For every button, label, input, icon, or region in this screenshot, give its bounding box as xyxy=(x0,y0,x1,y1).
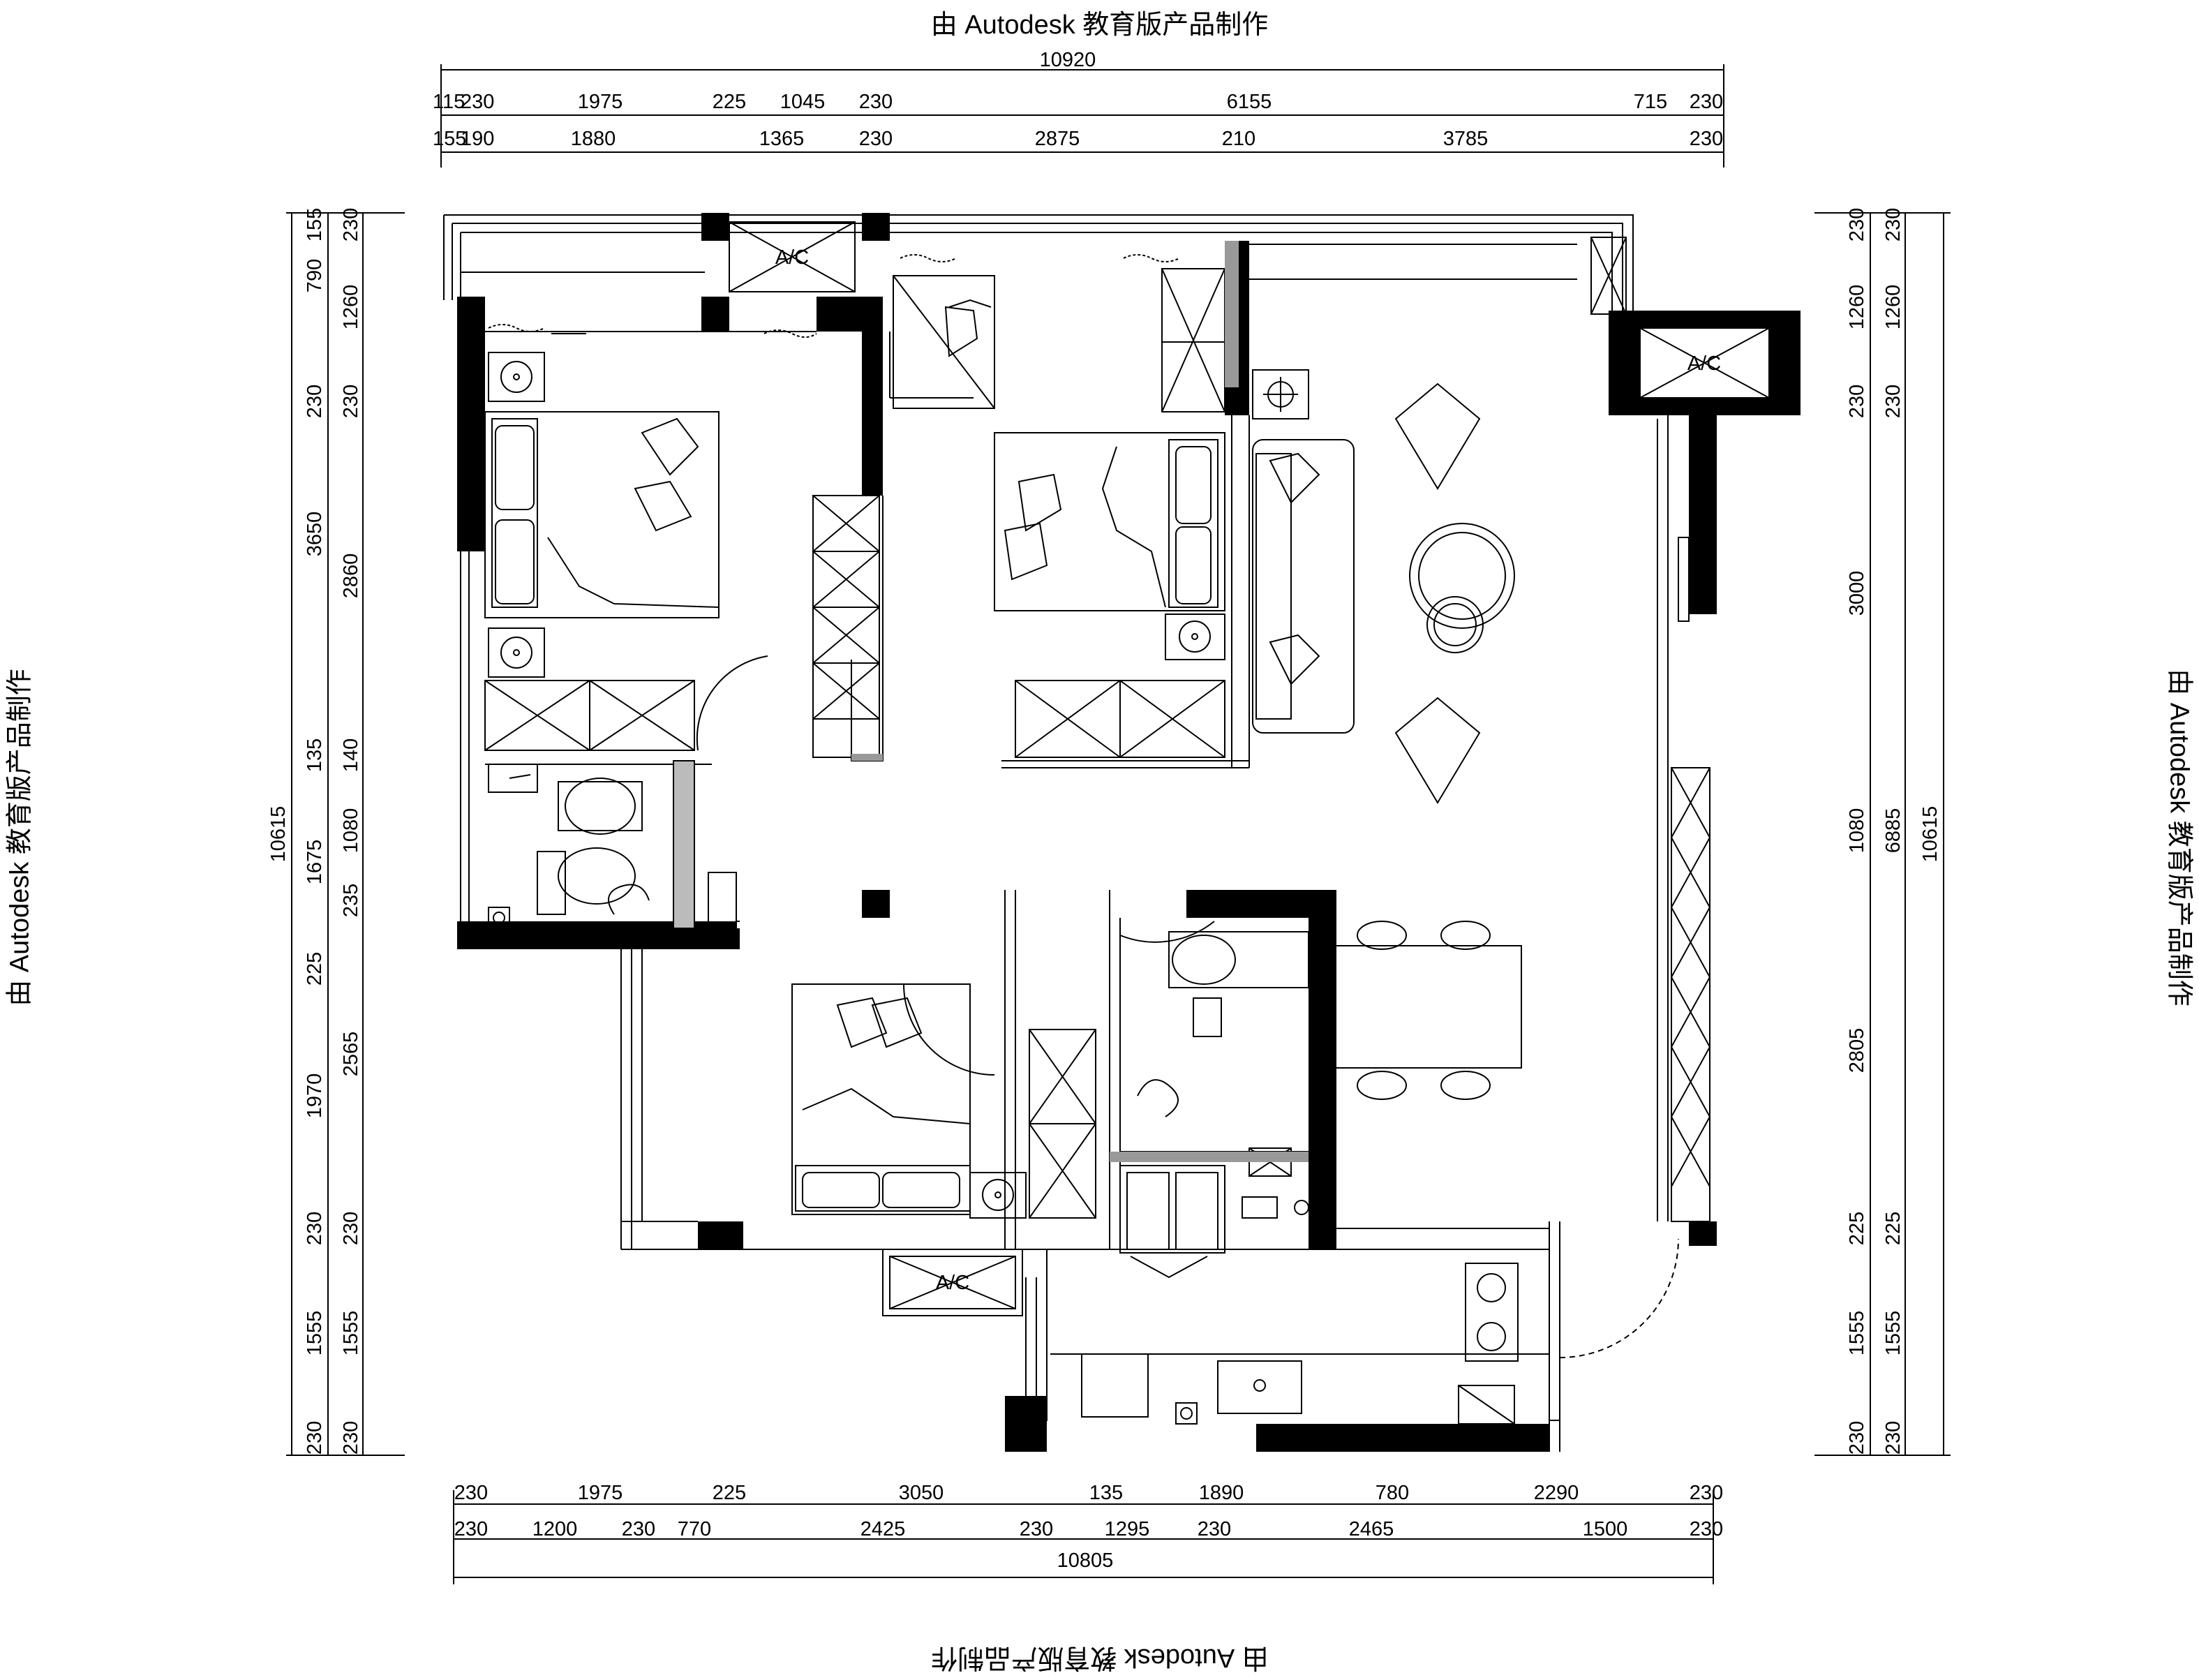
dim-left-c1-8: 230 xyxy=(304,1212,326,1245)
dim-bot-r2-8: 2465 xyxy=(1349,1518,1394,1540)
dim-left-c2-9: 1555 xyxy=(340,1311,362,1356)
dim-left-c2-4: 140 xyxy=(340,738,362,772)
dim-left-total: 10615 xyxy=(267,806,290,863)
dim-right-c1-2: 230 xyxy=(1846,385,1868,418)
dim-left-c2-1: 1260 xyxy=(340,285,362,330)
dim-right-c1-5: 2805 xyxy=(1846,1028,1868,1073)
outer-walls xyxy=(444,215,1668,1452)
dimensions-bottom: 230 1975 225 3050 135 1890 780 2290 230 … xyxy=(454,1482,1723,1572)
dim-bot-r1-7: 2290 xyxy=(1534,1482,1579,1504)
dimensions-left: 10615 155 790 230 3650 135 1675 225 1970… xyxy=(267,208,362,1455)
dim-right-c1-6: 225 xyxy=(1846,1212,1868,1245)
dim-left-c1-1: 790 xyxy=(304,259,326,292)
dim-bot-r1-6: 780 xyxy=(1376,1482,1409,1504)
dim-top-r1-8: 230 xyxy=(1690,91,1723,113)
dim-right-c2-6: 230 xyxy=(1882,1421,1904,1455)
dim-top-r1-1: 230 xyxy=(461,91,494,113)
dim-left-c1-3: 3650 xyxy=(304,512,326,557)
dim-bot-r1-5: 1890 xyxy=(1199,1482,1244,1504)
dim-right-c2-4: 225 xyxy=(1882,1212,1904,1245)
dim-top-total: 10920 xyxy=(1040,49,1096,71)
dim-top-r2-6: 210 xyxy=(1222,128,1255,150)
dim-right-c1-8: 230 xyxy=(1846,1421,1868,1455)
dim-right-c2-5: 1555 xyxy=(1882,1311,1904,1356)
dim-top-r1-2: 1975 xyxy=(578,91,623,113)
dim-left-c1-9: 1555 xyxy=(304,1311,326,1356)
bedroom-3-furniture xyxy=(792,921,1214,1218)
bathroom-1-fixtures xyxy=(489,761,736,928)
dim-top-r2-7: 3785 xyxy=(1443,128,1489,150)
dim-right-c1-3: 3000 xyxy=(1846,571,1868,616)
dim-bot-r2-9: 1500 xyxy=(1583,1518,1628,1540)
dim-bot-r1-3: 3050 xyxy=(899,1482,944,1504)
dim-bot-r1-0: 230 xyxy=(454,1482,488,1504)
dim-top-r2-8: 230 xyxy=(1690,128,1723,150)
dim-top-r1-3: 225 xyxy=(713,91,746,113)
ac-label-bottom: A/C xyxy=(936,1272,969,1294)
dim-right-c1-0: 230 xyxy=(1846,208,1868,241)
dim-right-total: 10615 xyxy=(1919,806,1941,863)
dim-top-r2-1: 190 xyxy=(461,128,494,150)
dim-bot-r1-2: 225 xyxy=(713,1482,746,1504)
dim-left-c2-5: 1080 xyxy=(340,808,362,854)
dim-bot-r2-4: 2425 xyxy=(860,1518,906,1540)
dim-bot-total: 10805 xyxy=(1057,1549,1114,1572)
dim-top-r1-5: 230 xyxy=(859,91,893,113)
dim-left-c2-8: 230 xyxy=(340,1212,362,1245)
dim-right-c1-4: 1080 xyxy=(1846,808,1868,854)
dim-right-c2-0: 230 xyxy=(1882,208,1904,241)
kitchen-fixtures xyxy=(1050,1166,1678,1424)
dim-bot-r2-1: 1200 xyxy=(532,1518,578,1540)
bedroom-1-furniture xyxy=(485,325,879,757)
dim-left-c1-4: 135 xyxy=(304,738,326,772)
dim-bot-r1-4: 135 xyxy=(1089,1482,1123,1504)
dim-left-c1-2: 230 xyxy=(304,385,326,418)
dim-bot-r1-8: 230 xyxy=(1690,1482,1723,1504)
dim-left-c2-3: 2860 xyxy=(340,553,362,599)
dim-left-c2-10: 230 xyxy=(340,1421,362,1455)
dim-left-c2-0: 230 xyxy=(340,208,362,241)
dim-right-c2-1: 1260 xyxy=(1882,285,1904,330)
solid-walls xyxy=(457,213,1801,1452)
dim-bot-r2-2: 230 xyxy=(622,1518,655,1540)
dim-bot-r1-1: 1975 xyxy=(578,1482,623,1504)
dim-left-c1-6: 225 xyxy=(304,952,326,986)
ac-label-right: A/C xyxy=(1687,352,1721,375)
dim-bot-r2-10: 230 xyxy=(1690,1518,1723,1540)
interior-partitions xyxy=(485,332,1549,1249)
dim-left-c2-6: 235 xyxy=(340,884,362,917)
dining-furniture xyxy=(1333,921,1521,1099)
dim-left-c1-5: 1675 xyxy=(304,840,326,885)
dim-bot-r2-5: 230 xyxy=(1020,1518,1053,1540)
dim-left-c2-2: 230 xyxy=(340,385,362,418)
dimensions-top: 10920 115 230 1975 225 1045 230 6155 715… xyxy=(433,49,1723,150)
dim-bot-r2-0: 230 xyxy=(454,1518,488,1540)
dim-bot-r2-3: 770 xyxy=(678,1518,711,1540)
dim-right-c2-3: 6885 xyxy=(1882,808,1904,854)
dimension-lines-top xyxy=(441,64,1724,168)
dim-top-r2-2: 1880 xyxy=(571,128,616,150)
dim-left-c1-7: 1970 xyxy=(304,1073,326,1119)
dim-bot-r2-6: 1295 xyxy=(1105,1518,1150,1540)
dim-left-c2-7: 2565 xyxy=(340,1032,362,1077)
dim-top-r2-3: 1365 xyxy=(759,128,805,150)
dim-top-r2-5: 2875 xyxy=(1035,128,1080,150)
bathroom-2-fixtures xyxy=(1138,932,1309,1218)
dim-top-r1-7: 715 xyxy=(1634,91,1667,113)
dim-top-r1-6: 6155 xyxy=(1227,91,1272,113)
dimensions-right: 230 1260 230 3000 1080 2805 225 1555 230… xyxy=(1846,208,1941,1455)
ac-unit-bottom: A/C xyxy=(883,1249,1022,1316)
ac-label-top: A/C xyxy=(775,246,809,269)
dim-bot-r2-7: 230 xyxy=(1198,1518,1231,1540)
dim-right-c1-7: 1555 xyxy=(1846,1311,1868,1356)
dim-left-c1-10: 230 xyxy=(304,1421,326,1455)
ac-unit-right: A/C xyxy=(1640,328,1769,398)
dim-top-r2-4: 230 xyxy=(859,128,893,150)
dim-right-c1-1: 1260 xyxy=(1846,285,1868,330)
dim-left-c1-0: 155 xyxy=(304,208,326,241)
dim-right-c2-2: 230 xyxy=(1882,385,1904,418)
dim-top-r1-4: 1045 xyxy=(780,91,826,113)
